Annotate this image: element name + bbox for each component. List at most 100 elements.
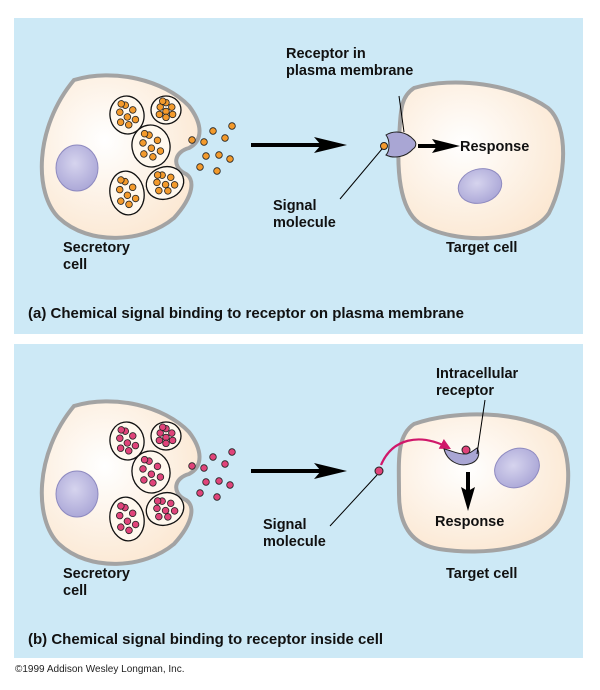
signal-molecule-label: Signal molecule xyxy=(263,517,326,550)
stored-signal-molecule xyxy=(117,502,125,510)
secretory-vesicles xyxy=(109,95,185,216)
stored-signal-molecule xyxy=(140,476,148,484)
stored-signal-molecule xyxy=(147,470,156,478)
panel-b-illustration xyxy=(39,399,571,566)
secretory-vesicle xyxy=(109,496,145,542)
panel-a-illustration xyxy=(39,73,566,241)
stored-signal-molecule xyxy=(155,110,164,119)
target-cell-label: Target cell xyxy=(446,240,518,256)
stored-signal-molecule xyxy=(140,130,149,138)
stored-signal-molecule xyxy=(128,509,137,518)
response-label: Response xyxy=(435,514,505,530)
released-signal-molecule xyxy=(221,134,229,142)
stored-signal-molecule xyxy=(116,511,124,520)
released-signal-molecule xyxy=(202,478,210,486)
panel-a-membrane-receptor: Receptor in plasma membrane Response Sig… xyxy=(14,18,583,334)
stored-signal-molecule xyxy=(117,197,125,205)
signal-molecule-label: Signal molecule xyxy=(273,198,336,231)
stored-signal-molecule xyxy=(164,187,172,195)
released-signal-molecule xyxy=(215,477,223,485)
stored-signal-molecule xyxy=(123,517,132,525)
stored-signal-molecule xyxy=(168,110,177,119)
secretory-vesicle xyxy=(109,421,145,461)
stored-signal-molecule xyxy=(123,191,132,199)
released-signal-molecule xyxy=(226,155,234,163)
stored-signal-molecule xyxy=(155,436,164,445)
released-signal-molecule xyxy=(215,151,223,159)
stored-signal-molecule xyxy=(117,176,125,184)
released-signal-molecules xyxy=(188,122,236,175)
response-label: Response xyxy=(460,139,530,155)
stored-signal-molecule xyxy=(131,441,140,450)
stored-signal-molecule xyxy=(153,497,162,505)
stored-signal-molecule xyxy=(117,523,125,531)
stored-signal-molecule xyxy=(168,436,177,445)
panel-b-caption: (b) Chemical signal binding to receptor … xyxy=(28,631,384,648)
receptor-label: Intracellular receptor xyxy=(436,366,519,399)
bound-signal-molecule xyxy=(461,445,471,455)
released-signal-molecule xyxy=(221,460,229,468)
stored-signal-molecule xyxy=(155,186,163,195)
stored-signal-molecule xyxy=(129,106,137,114)
released-signal-molecule xyxy=(228,122,236,130)
stored-signal-molecule xyxy=(116,118,125,126)
stored-signal-molecule xyxy=(125,121,133,129)
stored-signal-molecule xyxy=(140,456,149,464)
secretory-nucleus xyxy=(55,470,99,518)
stored-signal-molecule xyxy=(155,512,163,521)
stored-signal-molecule xyxy=(153,462,162,471)
stored-signal-molecule xyxy=(116,434,124,442)
signal-leader-line xyxy=(339,148,383,200)
entry-path-arrow xyxy=(379,438,451,466)
secretory-vesicle xyxy=(131,124,171,168)
stored-signal-molecule xyxy=(156,147,165,155)
released-signal-molecule xyxy=(209,127,217,135)
stored-signal-molecule xyxy=(140,150,148,158)
secretory-cell-label: Secretory cell xyxy=(63,566,130,599)
transport-arrow xyxy=(251,137,347,153)
transport-arrow xyxy=(251,463,347,479)
stored-signal-molecule xyxy=(153,504,161,513)
released-signal-molecule xyxy=(188,462,196,470)
secretory-vesicle xyxy=(109,95,145,135)
stored-signal-molecule xyxy=(117,100,125,108)
secretory-vesicle xyxy=(131,450,171,494)
secretory-vesicle xyxy=(145,165,185,201)
free-signal-molecule xyxy=(374,466,384,476)
released-signal-molecule xyxy=(196,489,204,497)
stored-signal-molecule xyxy=(153,136,162,145)
stored-signal-molecule xyxy=(158,97,167,105)
secretory-vesicle xyxy=(150,421,182,451)
panel-b-intracellular-receptor: Intracellular receptor Response Signal m… xyxy=(14,344,583,658)
stored-signal-molecule xyxy=(131,194,140,203)
stored-signal-molecule xyxy=(125,200,133,209)
stored-signal-molecule xyxy=(116,108,124,116)
stored-signal-molecule xyxy=(116,185,124,194)
secretory-vesicles xyxy=(109,421,185,542)
stored-signal-molecule xyxy=(123,439,132,447)
copyright-notice: ©1999 Addison Wesley Longman, Inc. xyxy=(15,664,185,675)
stored-signal-molecule xyxy=(117,426,125,434)
released-signal-molecule xyxy=(226,481,234,489)
response-arrow xyxy=(461,472,475,511)
panel-a-caption: (a) Chemical signal binding to receptor … xyxy=(28,305,464,322)
released-signal-molecule xyxy=(228,448,236,456)
stored-signal-molecule xyxy=(164,513,172,521)
signal-leader-line xyxy=(329,474,378,527)
stored-signal-molecule xyxy=(170,507,179,515)
stored-signal-molecule xyxy=(153,178,161,187)
stored-signal-molecule xyxy=(116,444,125,452)
released-signal-molecule xyxy=(213,167,221,175)
stored-signal-molecule xyxy=(125,447,133,455)
target-cell-label: Target cell xyxy=(446,566,518,582)
receptor-label: Receptor in plasma membrane xyxy=(286,46,414,79)
stored-signal-molecule xyxy=(167,173,175,182)
target-cell xyxy=(396,80,566,241)
released-signal-molecule xyxy=(209,453,217,461)
stored-signal-molecule xyxy=(162,439,170,448)
stored-signal-molecule xyxy=(167,499,175,508)
stored-signal-molecule xyxy=(158,423,167,431)
stored-signal-molecule xyxy=(156,473,165,481)
released-signal-molecule xyxy=(188,136,196,144)
stored-signal-molecule xyxy=(147,144,156,152)
